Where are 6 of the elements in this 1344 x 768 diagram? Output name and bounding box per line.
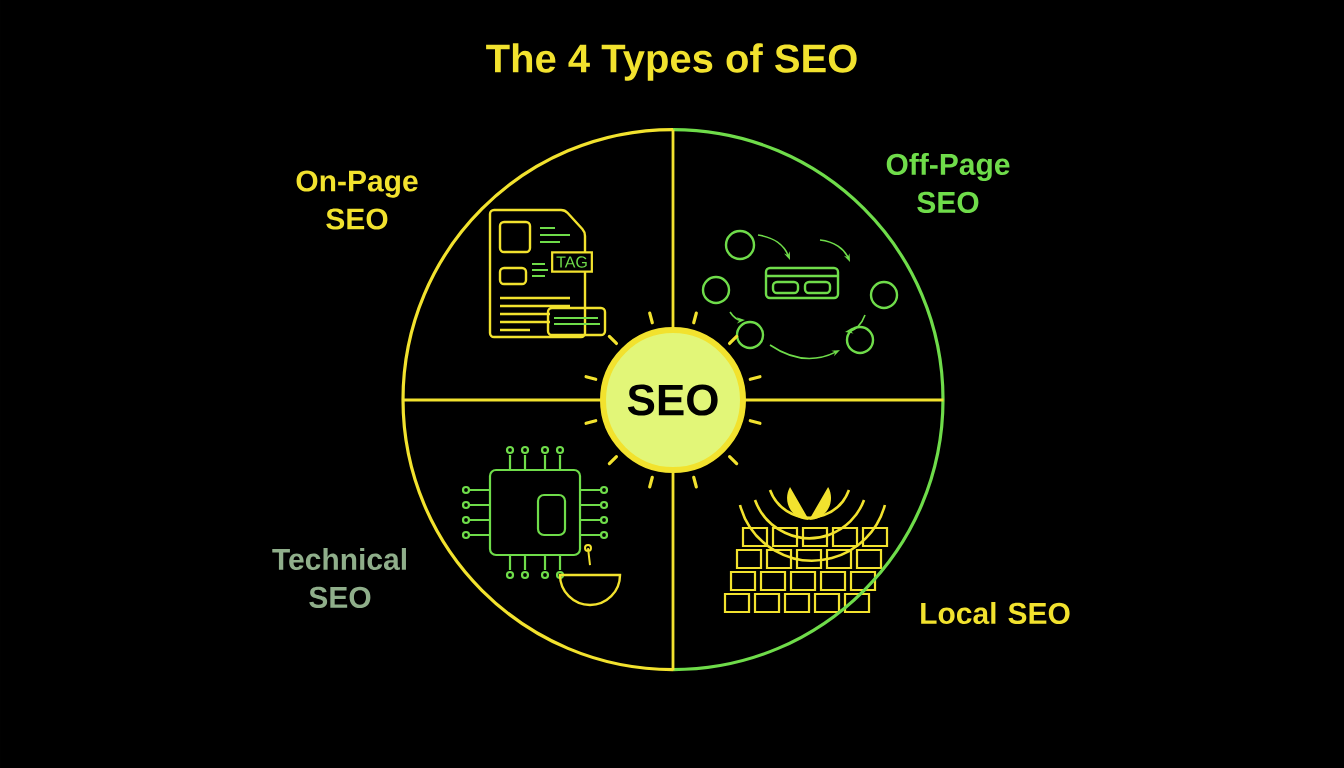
quadrant-label: Technical SEO <box>272 548 406 608</box>
quadrant-label: On-Page SEO <box>296 170 418 230</box>
title: The 4 Types of SEO <box>486 43 857 81</box>
tag-label: TAG <box>551 251 593 273</box>
quadrant-label: Local SEO <box>921 602 1070 624</box>
quadrant-label: Off-Page SEO <box>886 153 1010 213</box>
